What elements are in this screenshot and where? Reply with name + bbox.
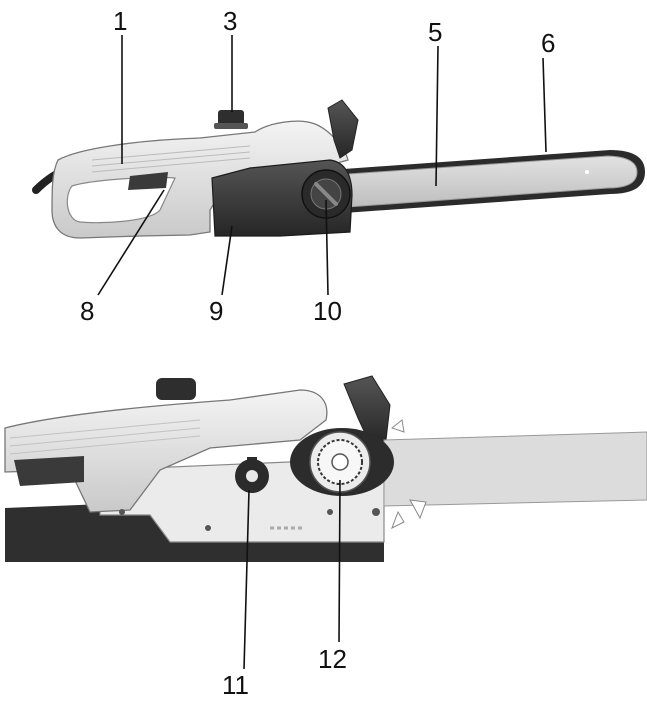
callout-12: 12 — [318, 644, 347, 674]
leader-10 — [325, 199, 329, 296]
trigger-switch — [128, 172, 168, 190]
chain-teeth — [390, 419, 427, 530]
leader-5 — [435, 45, 439, 187]
front-hand-guard — [327, 99, 359, 159]
handle-ribbing — [91, 145, 251, 173]
chainsaw-side-view — [32, 99, 645, 239]
leader-6 — [542, 57, 547, 153]
guide-bar — [333, 155, 638, 209]
leader-9 — [221, 225, 233, 296]
callout-5: 5 — [428, 17, 442, 47]
chainsaw-sprocket-detail — [4, 375, 647, 562]
chain-tension-knob — [301, 169, 351, 219]
handle-body-detail — [4, 389, 328, 513]
drive-sprocket — [290, 428, 394, 496]
callout-1: 1 — [113, 6, 127, 36]
trigger-detail — [14, 456, 84, 486]
oil-tank-cap — [214, 110, 248, 129]
callout-numbers: 1 3 5 6 8 9 10 11 12 — [80, 6, 555, 700]
oil-cap-detail — [156, 378, 196, 400]
callout-8: 8 — [80, 296, 94, 326]
handle-ribbing-detail — [9, 419, 201, 455]
plate-rivets — [119, 508, 380, 531]
chain-catcher — [235, 457, 269, 493]
leader-8 — [97, 189, 165, 296]
leader-11 — [243, 489, 250, 670]
callout-10: 10 — [313, 296, 342, 326]
leader-lines — [97, 35, 547, 670]
guide-bar-stub — [383, 431, 647, 507]
bar-tip-rivet — [585, 170, 589, 174]
callout-9: 9 — [209, 296, 223, 326]
leader-12 — [338, 479, 341, 643]
callout-3: 3 — [223, 6, 237, 36]
callout-6: 6 — [541, 28, 555, 58]
callout-11: 11 — [222, 670, 249, 700]
